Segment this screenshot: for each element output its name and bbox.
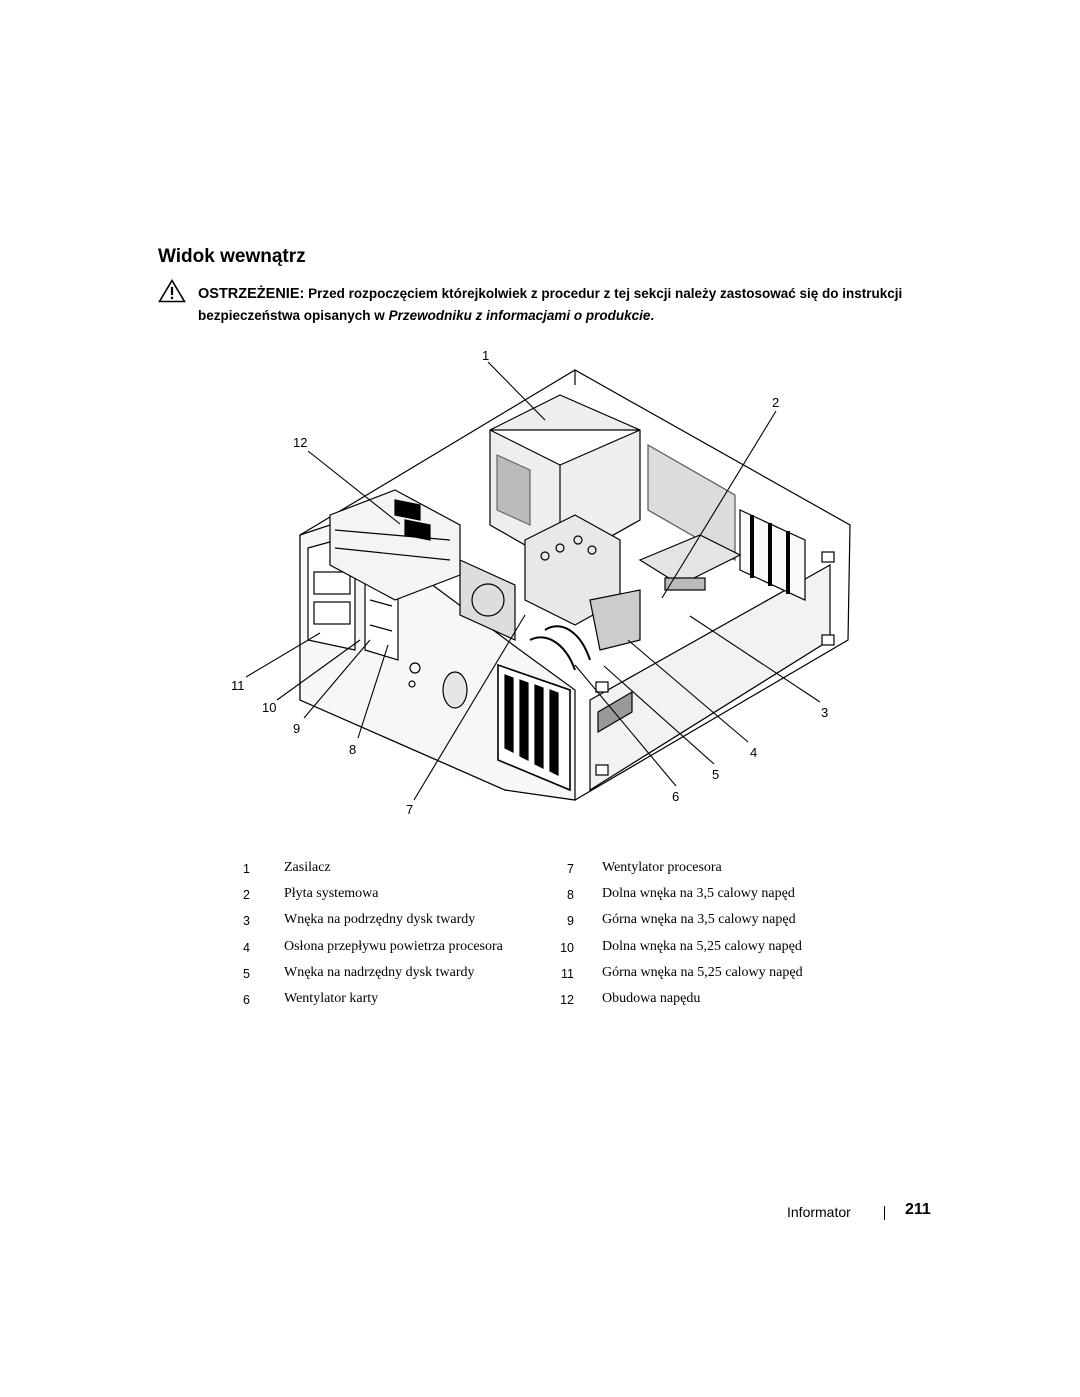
callout-9: 9 — [293, 721, 300, 736]
legend-label: Dolna wnęka na 3,5 calowy napęd — [602, 886, 795, 902]
legend-label: Dolna wnęka na 5,25 calowy napęd — [602, 938, 802, 954]
legend-number: 4 — [243, 940, 250, 955]
callout-4: 4 — [750, 745, 757, 760]
footer-separator — [884, 1206, 885, 1220]
callout-11: 11 — [231, 678, 245, 693]
page-heading: Widok wewnątrz — [158, 246, 306, 267]
legend-row: 3 Wnęka na podrzędny dysk twardy 9 Górna… — [236, 912, 876, 938]
legend-number: 3 — [243, 914, 250, 929]
legend-table: 1 Zasilacz 7 Wentylator procesora 2 Płyt… — [236, 860, 876, 1017]
legend-row: 4 Osłona przepływu powietrza procesora 1… — [236, 939, 876, 965]
legend-label: Wentylator karty — [284, 990, 379, 1006]
callout-12: 12 — [293, 435, 307, 450]
callout-2: 2 — [772, 395, 779, 410]
legend-number: 5 — [243, 966, 250, 981]
legend-label: Wentylator procesora — [602, 860, 722, 875]
callout-6: 6 — [672, 789, 679, 804]
callout-10: 10 — [262, 700, 276, 715]
warning-label: OSTRZEŻENIE: — [198, 286, 305, 302]
legend-label: Zasilacz — [284, 860, 331, 875]
legend-number: 8 — [567, 888, 574, 903]
callout-1: 1 — [482, 348, 489, 363]
legend-label: Wnęka na nadrzędny dysk twardy — [284, 964, 475, 980]
legend-number: 11 — [561, 966, 574, 981]
computer-interior-illustration: 1 2 3 4 5 6 7 8 9 10 11 12 — [231, 348, 851, 817]
legend-label: Wnęka na podrzędny dysk twardy — [284, 912, 476, 928]
warning-guide-title: Przewodniku z informacjami o produkcie — [388, 308, 651, 323]
legend-number: 7 — [567, 862, 574, 876]
warning-icon — [158, 279, 186, 303]
page-number: 211 — [905, 1201, 931, 1218]
callout-8: 8 — [349, 742, 356, 757]
legend-row: 2 Płyta systemowa 8 Dolna wnęka na 3,5 c… — [236, 886, 876, 912]
legend-number: 6 — [243, 992, 250, 1007]
warning-body: Przed rozpoczęciem którejkolwiek z proce… — [198, 286, 903, 323]
legend-label: Obudowa napędu — [602, 990, 701, 1006]
warning-end: . — [650, 308, 655, 323]
callout-3: 3 — [821, 705, 828, 720]
legend-label: Osłona przepływu powietrza procesora — [284, 938, 503, 954]
legend-number: 10 — [560, 940, 574, 955]
legend-number: 12 — [560, 992, 574, 1007]
callout-7: 7 — [406, 802, 413, 817]
legend-row: 6 Wentylator karty 12 Obudowa napędu — [236, 991, 876, 1017]
legend-number: 2 — [243, 888, 250, 903]
legend-label: Płyta systemowa — [284, 886, 379, 902]
footer-section: Informator — [787, 1204, 851, 1220]
legend-row: 1 Zasilacz 7 Wentylator procesora — [236, 860, 876, 886]
legend-row: 5 Wnęka na nadrzędny dysk twardy 11 Górn… — [236, 965, 876, 991]
legend-number: 9 — [567, 914, 574, 929]
legend-number: 1 — [243, 862, 250, 876]
warning-text: OSTRZEŻENIE: Przed rozpoczęciem którejko… — [198, 283, 938, 327]
legend-label: Górna wnęka na 5,25 calowy napęd — [602, 964, 803, 980]
legend-label: Górna wnęka na 3,5 calowy napęd — [602, 912, 796, 928]
callout-5: 5 — [712, 767, 719, 782]
